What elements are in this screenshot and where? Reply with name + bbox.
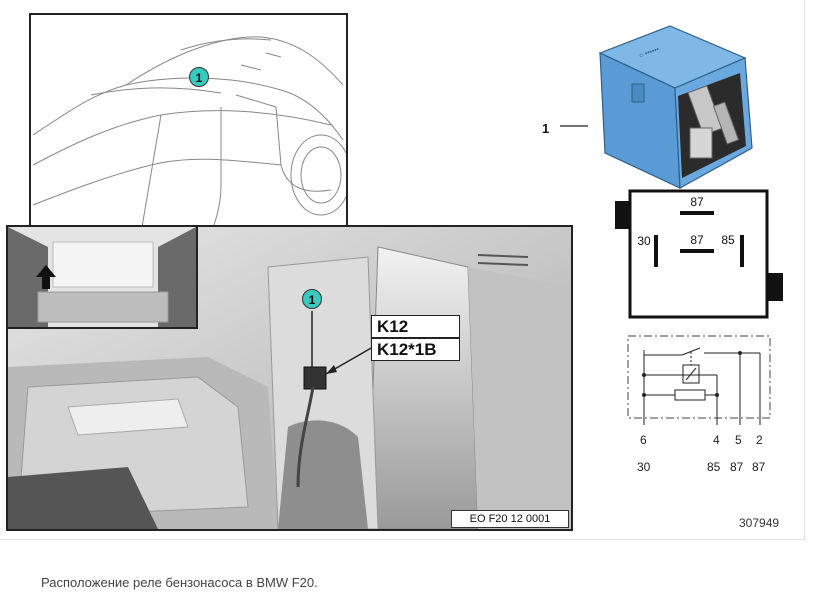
image-code: EO F20 12 0001 (451, 510, 569, 528)
terminal-30: 30 (637, 460, 651, 474)
relay-illustration: ○ •••••• (598, 25, 753, 189)
terminal-85: 85 (707, 460, 721, 474)
car-overview-panel: 1 (29, 13, 352, 235)
car-outline-drawing (32, 36, 352, 234)
pin-label-center: 87 (690, 233, 704, 247)
terminal-87a: 87 (730, 460, 744, 474)
callout-leader-lines (311, 311, 374, 375)
installation-photo (8, 227, 571, 529)
relay-callout-number: 1 (542, 121, 550, 136)
relay-pin-layout: 87 30 87 85 (615, 189, 783, 319)
pin-label-left: 30 (637, 234, 651, 248)
schematic-pin-6: 6 (640, 433, 647, 447)
schematic-pin-4: 4 (713, 433, 720, 447)
component-label-k12: K12 (371, 315, 460, 338)
schematic-pin-2: 2 (756, 433, 763, 447)
schematic-pin-5: 5 (735, 433, 742, 447)
pin-label-top: 87 (690, 195, 704, 209)
trunk-inset-photo (8, 227, 196, 327)
trunk-inset-panel (6, 225, 198, 329)
reference-number: 307949 (739, 516, 780, 530)
relay-location-marker: 1 (302, 289, 322, 309)
connector-label-k12-1b: K12*1B (371, 338, 460, 361)
figure-frame (0, 0, 805, 540)
pin-label-right: 85 (721, 233, 735, 247)
terminal-87b: 87 (752, 460, 766, 474)
car-location-marker: 1 (189, 67, 209, 87)
relay-circuit-schematic (627, 335, 771, 425)
image-caption: Расположение реле бензонасоса в BMW F20. (41, 575, 318, 590)
direction-arrow-icon (36, 265, 56, 289)
relay-callout-line (560, 125, 588, 127)
